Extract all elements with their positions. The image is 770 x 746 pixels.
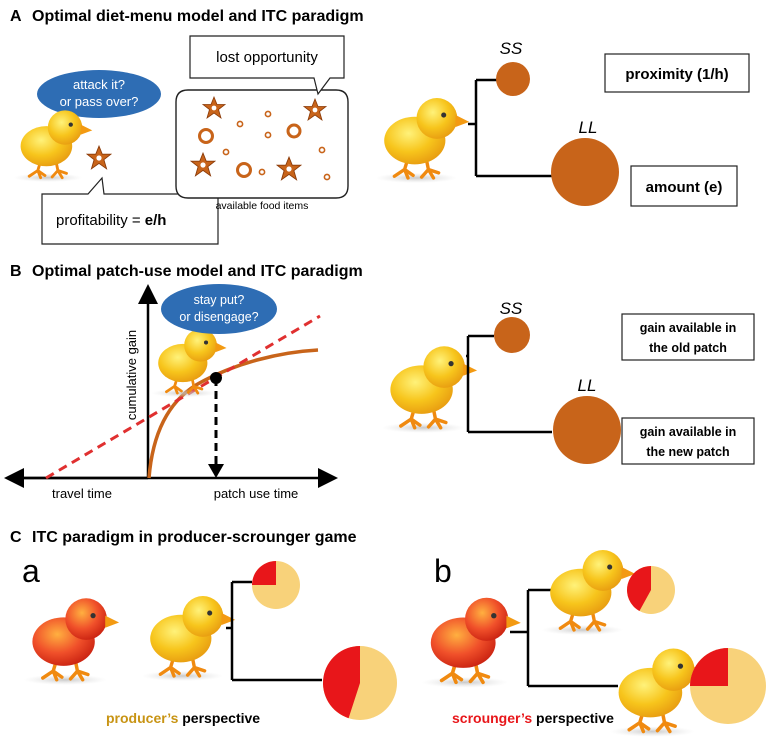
- scrounger-perspective-label: scrounger’s perspective: [452, 710, 614, 726]
- proximity-label: proximity (1/h): [625, 66, 728, 83]
- pie-taken-slice: [627, 566, 651, 612]
- lost-opportunity-box: [189, 35, 345, 96]
- panel-b-ll-circle: [553, 396, 621, 464]
- proximity-box: [604, 53, 750, 93]
- panel-b-bubble-line2: or disengage?: [179, 310, 258, 324]
- x-axis-left-label: travel time: [52, 486, 112, 501]
- panel-a-bubble-line1: attack it?: [73, 77, 125, 92]
- panel-a-food-item: [86, 145, 112, 170]
- pie-taken-slice: [322, 646, 360, 719]
- pie-sub-b-ss: [627, 566, 675, 614]
- sub-b-tree-branches: [510, 588, 618, 688]
- patch-graph-axes: [4, 284, 338, 488]
- panel-b-letter: B: [10, 263, 22, 280]
- panel-a-tree-chick: [374, 96, 471, 185]
- panel-a-chick: [12, 108, 94, 184]
- panel-b-ll-label: LL: [578, 376, 597, 395]
- producer-chick-yellow: [140, 594, 237, 683]
- pie-taken-slice: [690, 648, 728, 686]
- pie-sub-a-ss: [252, 561, 300, 609]
- panel-b-tree-branches: [466, 334, 552, 434]
- producer-perspective-label: producer’s perspective: [106, 710, 260, 726]
- panel-a-title: Optimal diet-menu model and ITC paradigm: [32, 8, 364, 25]
- sub-a-tree-branches: [226, 580, 322, 682]
- panel-b-tree-chick: [380, 344, 479, 435]
- panel-b-ss-circle: [494, 317, 530, 353]
- panel-a: A Optimal diet-menu model and ITC paradi…: [10, 8, 750, 245]
- profitability-box: [41, 176, 219, 245]
- pie-taken-slice: [252, 561, 276, 585]
- panel-c-title: ITC paradigm in producer-scrounger game: [32, 529, 357, 546]
- y-axis-label: cumulative gain: [124, 330, 139, 420]
- panel-b: B Optimal patch-use model and ITC paradi…: [4, 263, 755, 501]
- panel-a-question-bubble: [37, 70, 161, 118]
- scrounger-chick-red: [420, 595, 523, 690]
- x-axis-right-label: patch use time: [214, 486, 299, 501]
- old-patch-line2: the old patch: [649, 341, 727, 355]
- scrounger-target-chick-small: [540, 548, 637, 637]
- panel-c-letter: C: [10, 529, 22, 546]
- pie-sub-b-ll: [690, 648, 766, 724]
- panel-c: C ITC paradigm in producer-scrounger gam…: [10, 529, 766, 739]
- sub-a-label: a: [22, 553, 40, 589]
- new-patch-line1: gain available in: [640, 425, 737, 439]
- lost-opportunity-label: lost opportunity: [216, 49, 318, 66]
- new-patch-box: [621, 417, 755, 465]
- food-items: [190, 96, 331, 181]
- panel-b-bubble-line1: stay put?: [194, 293, 245, 307]
- panel-b-question-bubble: [161, 284, 277, 334]
- old-patch-box: [621, 313, 755, 361]
- sub-b-label: b: [434, 553, 452, 589]
- ll-label: LL: [579, 118, 598, 137]
- tangent-line: [45, 314, 321, 480]
- old-patch-line1: gain available in: [640, 321, 737, 335]
- gain-curve: [147, 348, 319, 479]
- panel-a-tree-branches: [468, 78, 555, 178]
- new-patch-line2: the new patch: [646, 445, 729, 459]
- panel-b-ss-label: SS: [500, 299, 523, 318]
- ss-option-circle: [496, 62, 530, 96]
- ll-option-circle: [551, 138, 619, 206]
- ss-label: SS: [500, 39, 523, 58]
- pie-sub-a-ll: [322, 646, 397, 720]
- optimal-time-arrowhead: [208, 464, 224, 478]
- profitability-label: profitability = e/h: [56, 212, 166, 229]
- panel-a-bubble-line2: or pass over?: [60, 94, 139, 109]
- amount-label: amount (e): [646, 179, 723, 196]
- available-food-label: available food items: [216, 200, 309, 212]
- panel-b-chick: [150, 327, 228, 399]
- producer-chick-red: [22, 596, 121, 687]
- amount-box: [630, 165, 738, 207]
- panel-b-title: Optimal patch-use model and ITC paradigm: [32, 263, 363, 280]
- panel-a-letter: A: [10, 8, 22, 25]
- optimal-point: [210, 372, 222, 384]
